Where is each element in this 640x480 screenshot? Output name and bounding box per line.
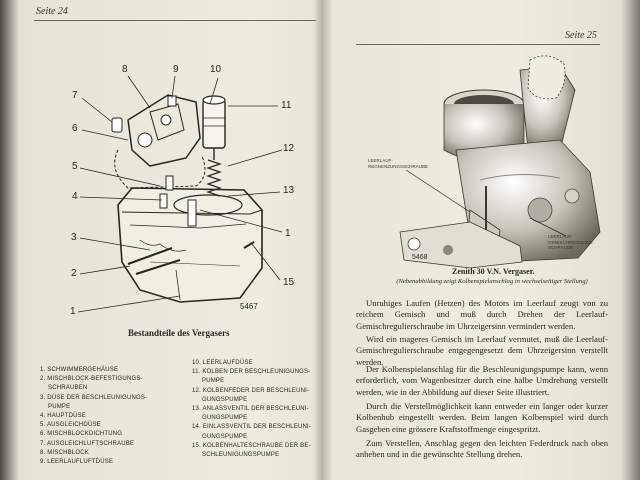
part-item: 2. MISCHBLOCK-BEFESTIGUNGS- [40,376,143,383]
part-item: 12. KOLBENFEDER DER BESCHLEUNI- [192,387,310,394]
right-figure-caption: Zenith 30 V.N. Vergaser. [452,267,535,276]
label-line: LEERLAUF- [368,158,393,163]
fig-label-1: 1 [70,306,76,317]
fig-label-11: 11 [281,100,292,111]
part-item: 10. LEERLAUFDÜSE [192,360,253,366]
part-item: 6. MISCHBLOCKDICHTUNG [40,431,123,438]
paragraph-3: Der Kolbenspielanschlag für die Beschleu… [356,364,608,397]
fig-label-8: 8 [122,64,128,75]
fig-label-10: 10 [210,64,222,75]
fig-label-3: 3 [71,232,77,243]
part-item: SCHLEUNIGUNGSPUMPE [202,452,280,459]
part-item: PUMPE [202,378,225,385]
part-item: 4. HAUPTDÜSE [40,413,87,420]
part-item: 8. MISCHBLOCK [40,449,89,456]
fig-label-1-right: 1 [285,228,291,239]
label-line: REGNENZUNGSSCHRAUBE [368,163,429,169]
fig-label-7: 7 [72,90,78,101]
right-figure-subcaption: (Nebenabbildung zeigt Kolbenspielanschla… [396,278,588,285]
part-item: GUNGSPUMPE [202,415,248,422]
fig-label-2: 2 [71,268,77,279]
left-figure-caption: Bestandteile des Vergasers [128,328,230,338]
right-drawing-code: 5468 [412,254,428,261]
parts-list-col2: 10. LEERLAUFDÜSE 11. KOLBEN DER BESCHLEU… [192,359,311,460]
paragraph-4: Durch die Verstellmöglichkeit kann entwe… [356,401,608,434]
label-line: SCHRAUBE [548,245,574,250]
part-item: 1. SCHWIMMERGEHÄUSE [40,367,119,373]
part-item: SCHRAUBEN [48,385,88,392]
part-item: 14. EINLASSVENTIL DER BESCHLEUNI- [192,424,312,431]
part-item: PUMPE [48,403,71,410]
part-item: 7. AUSGLEICHLUFTSCHRAUBE [40,440,135,447]
fig-label-15: 15 [283,277,295,288]
part-item: 5. AUSGLEICHDÜSE [40,422,101,429]
left-page-header: Seite 24 [36,6,68,17]
fig-label-6: 6 [72,123,78,134]
part-item: 9. LEERLAUFLUFTDÜSE [40,459,114,466]
label-line: GEMISCHREGULIER- [548,239,594,245]
label-line: LEERLAUF- [548,234,573,239]
fig-label-5: 5 [72,161,78,172]
parts-list-col1: 1. SCHWIMMERGEHÄUSE 2. MISCHBLOCK-BEFEST… [40,366,147,467]
fig-label-13: 13 [283,185,295,196]
part-item: GUNGSPUMPE [202,396,248,403]
right-page-header: Seite 25 [565,30,597,41]
fig-label-9: 9 [173,64,179,75]
part-item: 11. KOLBEN DER BESCHLEUNIGUNGS- [192,369,311,376]
fig-label-4: 4 [72,191,78,202]
left-header-rule [34,20,316,21]
part-item: 15. KOLBENHALTESCHRAUBE DER BE- [192,442,311,449]
part-item: 13. ANLASSVENTIL DER BESCHLEUNI- [192,406,309,413]
label-idle-mixture-screw: LEERLAUF- GEMISCHREGULIER- SCHRAUBE [548,234,594,251]
paragraph-1: Unruhiges Laufen (Hetzen) des Motors im … [356,298,608,331]
right-header-rule [356,44,600,45]
part-item: GUNGSPUMPE [202,433,248,440]
left-drawing-code: 5467 [240,302,258,311]
paragraph-2: Wird ein mageres Gemisch im Leerlauf ver… [356,334,608,367]
part-item: 3. DÜSE DER BESCHLEUNIGUNGS- [40,394,148,401]
paragraph-5: Zum Verstellen, Anschlag gegen den leich… [356,438,608,460]
fig-label-12: 12 [283,143,295,154]
label-idle-limit-screw: LEERLAUF- REGNENZUNGSSCHRAUBE [368,158,428,169]
